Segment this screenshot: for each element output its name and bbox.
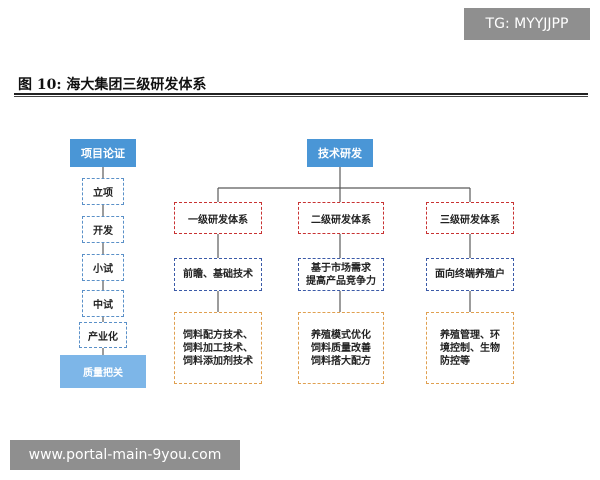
title-divider-thin xyxy=(14,96,588,97)
source-watermark: www.portal-main-9you.com xyxy=(10,440,240,470)
step-box-4: 中试 xyxy=(82,290,124,317)
channel-badge: TG: MYYJJPP xyxy=(464,8,590,40)
level2-rd-box: 二级研发体系 xyxy=(298,202,384,234)
level3-items-box: 养殖管理、环 境控制、生物 防控等 xyxy=(426,312,514,384)
level1-rd-box: 一级研发体系 xyxy=(174,202,262,234)
level3-focus-box: 面向终端养殖户 xyxy=(426,258,514,291)
level3-rd-box: 三级研发体系 xyxy=(426,202,514,234)
project-evaluation-box: 项目论证 xyxy=(70,139,136,167)
step-box-1: 立项 xyxy=(82,178,124,205)
title-divider xyxy=(14,93,588,95)
level2-focus-text: 基于市场需求 提高产品竞争力 xyxy=(306,262,376,287)
step-box-2: 开发 xyxy=(82,216,124,243)
level1-focus-box: 前瞻、基础技术 xyxy=(174,258,262,291)
step-box-5: 产业化 xyxy=(79,322,127,348)
level2-items-box: 养殖模式优化 饲料质量改善 饲料搭大配方 xyxy=(298,312,384,384)
tech-rd-root-box: 技术研发 xyxy=(307,139,373,167)
level1-focus-text: 前瞻、基础技术 xyxy=(183,269,253,280)
level2-focus-box: 基于市场需求 提高产品竞争力 xyxy=(298,258,384,291)
step-box-3: 小试 xyxy=(82,254,124,281)
level2-items-text: 养殖模式优化 饲料质量改善 饲料搭大配方 xyxy=(311,329,371,367)
level1-items-box: 饲料配方技术、 饲料加工技术、 饲料添加剂技术 xyxy=(174,312,262,384)
quality-control-box: 质量把关 xyxy=(60,355,146,388)
level3-focus-text: 面向终端养殖户 xyxy=(435,269,505,280)
level1-items-text: 饲料配方技术、 饲料加工技术、 饲料添加剂技术 xyxy=(183,329,253,367)
level3-items-text: 养殖管理、环 境控制、生物 防控等 xyxy=(440,329,500,367)
figure-title: 图 10: 海大集团三级研发体系 xyxy=(18,77,207,93)
